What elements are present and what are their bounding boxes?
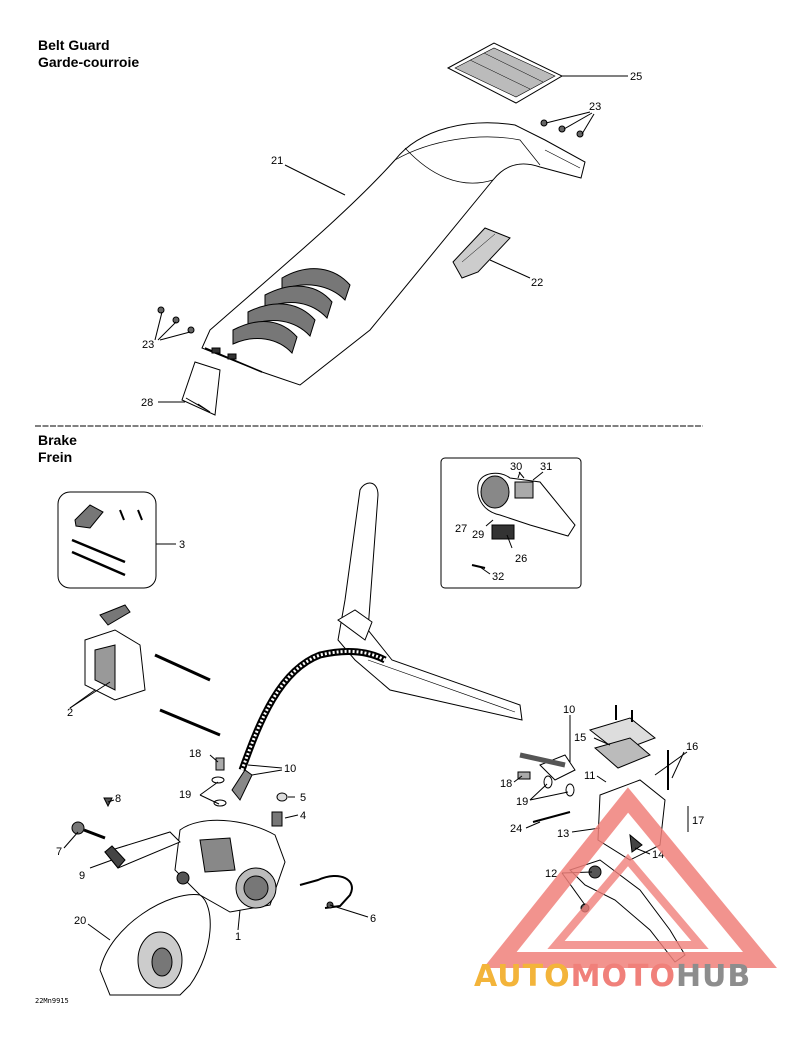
- callout-28: 28: [141, 397, 153, 409]
- callout-24: 24: [510, 823, 522, 835]
- watermark-auto: AUTO: [474, 959, 571, 994]
- brake-title-en: Brake: [38, 432, 77, 448]
- brake-title-fr: Frein: [38, 449, 73, 465]
- belt-guard-diagram: [154, 42, 628, 416]
- fittings-18-19-right: [517, 771, 575, 823]
- watermark-hub: HUB: [676, 959, 751, 994]
- callout-29: 29: [472, 529, 484, 541]
- callout-18-left: 18: [189, 748, 201, 760]
- brake-hose: [231, 647, 576, 801]
- callout-16: 16: [686, 741, 698, 753]
- watermark-moto: MOTO: [571, 959, 676, 994]
- inset-switch-box: [440, 457, 582, 589]
- decal-25: [446, 42, 564, 104]
- watermark-logo: AUTOMOTOHUB: [474, 787, 777, 994]
- callout-6: 6: [370, 913, 376, 925]
- callout-20: 20: [74, 915, 86, 927]
- belt-guard-title-fr: Garde-courroie: [38, 54, 140, 70]
- callout-22: 22: [531, 277, 543, 289]
- callout-2: 2: [67, 707, 73, 719]
- callout-4: 4: [300, 810, 306, 822]
- kit-box-3: [57, 491, 176, 589]
- callout-10-right: 10: [563, 704, 575, 716]
- callout-7: 7: [56, 846, 62, 858]
- disc-20: [99, 894, 211, 996]
- bracket-28: [181, 361, 221, 416]
- master-cylinder: [569, 705, 686, 963]
- callout-23-top: 23: [589, 101, 601, 113]
- lever-9: [71, 797, 181, 869]
- callout-9: 9: [79, 870, 85, 882]
- belt-guard-section-title: Belt Guard Garde-courroie: [38, 37, 139, 71]
- drawing-code: 22Mn9915: [35, 997, 69, 1005]
- callout-13: 13: [557, 828, 569, 840]
- callout-23-bottom: 23: [142, 339, 154, 351]
- callout-32: 32: [492, 571, 504, 583]
- callout-30: 30: [510, 461, 522, 473]
- belt-guard-title-en: Belt Guard: [38, 37, 110, 53]
- screws-23-bottom: [157, 306, 195, 334]
- callout-10-left: 10: [284, 763, 296, 775]
- callout-3: 3: [179, 539, 185, 551]
- parts-4-5: [271, 792, 288, 827]
- callout-27: 27: [455, 523, 467, 535]
- brake-section-title: Brake Frein: [38, 432, 77, 466]
- callout-25: 25: [630, 71, 642, 83]
- callout-15: 15: [574, 732, 586, 744]
- callout-21: 21: [271, 155, 283, 167]
- callout-31: 31: [540, 461, 552, 473]
- callout-12: 12: [545, 868, 557, 880]
- callout-19-right: 19: [516, 796, 528, 808]
- belt-guard-21: [201, 122, 586, 386]
- caliper-1: [174, 819, 286, 913]
- callout-1: 1: [235, 931, 241, 943]
- watermark-text: AUTOMOTOHUB: [474, 959, 751, 994]
- callout-11: 11: [584, 770, 595, 782]
- fittings-18-19-left: [211, 757, 227, 807]
- callout-17: 17: [692, 815, 704, 827]
- callout-8: 8: [115, 793, 121, 805]
- decal-22: [452, 227, 511, 279]
- callout-19-left: 19: [179, 789, 191, 801]
- line-6: [299, 875, 353, 909]
- bracket-2: [69, 604, 221, 737]
- callout-18-right: 18: [500, 778, 512, 790]
- callout-26: 26: [515, 553, 527, 565]
- callout-5: 5: [300, 792, 306, 804]
